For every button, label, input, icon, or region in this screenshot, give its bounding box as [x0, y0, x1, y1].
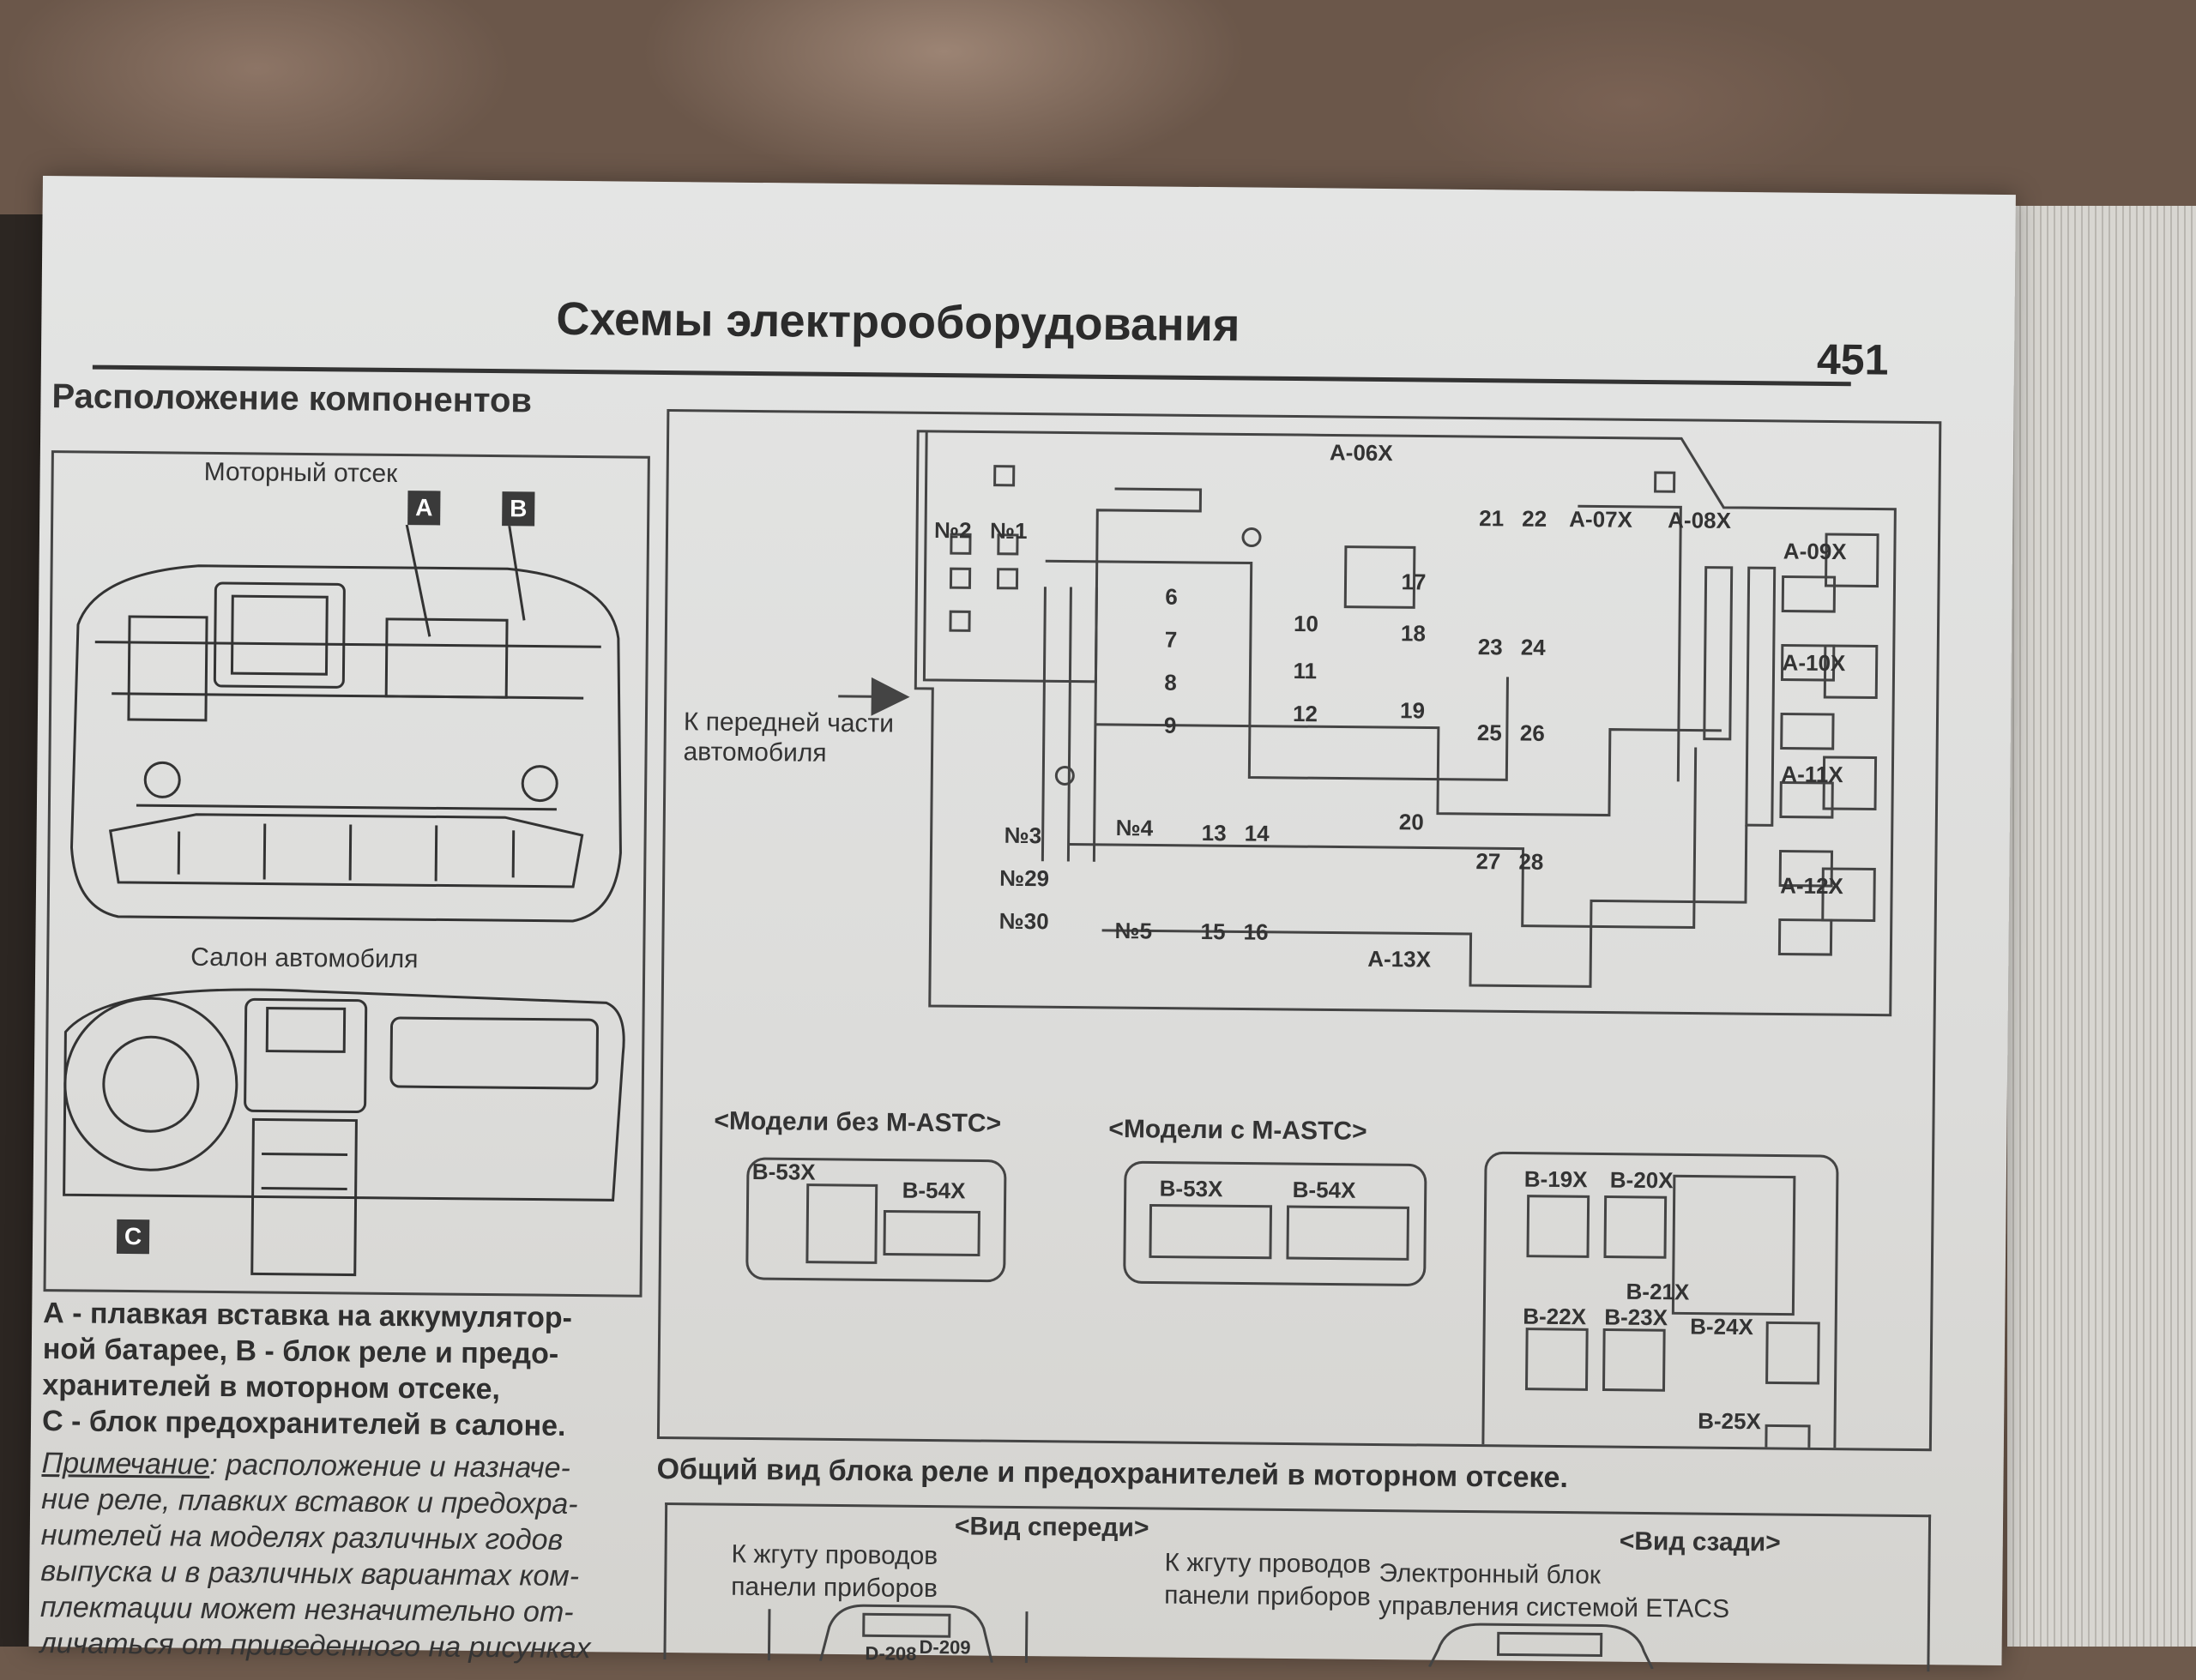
relay-8: 8 — [1164, 669, 1178, 695]
relay-11: 11 — [1293, 658, 1318, 684]
fuse-no30: №30 — [998, 907, 1049, 935]
connector-b24x: B-24X — [1690, 1313, 1754, 1340]
components-figure: Моторный отсек A B Салон автомобиля — [43, 450, 650, 1298]
engine-compartment-label: Моторный отсек — [203, 457, 398, 488]
note-line: выпуска и в различных вариантах ком- — [40, 1555, 580, 1593]
relay-18: 18 — [1400, 620, 1427, 647]
connector-b20x: B-20X — [1609, 1166, 1674, 1194]
connector-a09x: A-09X — [1783, 538, 1847, 565]
connector-a08x: A-08X — [1668, 507, 1732, 533]
tag-a: A — [407, 491, 441, 526]
etacs-connector-drawing — [767, 1604, 1654, 1670]
fuse-no5: №5 — [1114, 918, 1153, 944]
tag-b: B — [502, 491, 535, 527]
page-number: 451 — [1816, 334, 1889, 384]
relay-25: 25 — [1476, 720, 1502, 746]
connector-a06x: A-06X — [1329, 439, 1393, 467]
connector-a13x: A-13X — [1367, 945, 1432, 972]
relay-12: 12 — [1292, 701, 1318, 727]
caption-line: хранителей в моторном отсеке, — [42, 1369, 501, 1406]
note-line: ние реле, плавких вставок и предохра- — [41, 1483, 578, 1521]
relay-16: 16 — [1243, 918, 1269, 945]
relay-27: 27 — [1475, 848, 1501, 875]
dashboard-illustration — [63, 988, 625, 1277]
relay-22: 22 — [1522, 505, 1547, 532]
relay-17: 17 — [1401, 569, 1427, 595]
relay-6: 6 — [1165, 583, 1178, 610]
relay-14: 14 — [1244, 820, 1270, 846]
relay-23: 23 — [1477, 634, 1503, 660]
note-heading: Примечание — [41, 1447, 210, 1481]
d208-label: D-208 — [865, 1642, 917, 1665]
connector-b53x-a: B-53X — [751, 1158, 816, 1185]
relay-20: 20 — [1398, 809, 1424, 835]
relay-block-layout — [745, 430, 1897, 1449]
note-line: личаться от приведенного на рисунках — [39, 1627, 591, 1665]
connector-b21x: B-21X — [1626, 1278, 1690, 1305]
relay-19: 19 — [1399, 697, 1426, 724]
caption-line: С - блок предохранителей в салоне. — [41, 1405, 566, 1442]
book-page: Схемы электрооборудования 451 Расположен… — [28, 176, 2016, 1672]
d209-label: D-209 — [919, 1635, 971, 1659]
note-line: нителей на моделях различных годов — [40, 1519, 564, 1557]
engine-bay-illustration — [69, 521, 622, 923]
relay-13: 13 — [1201, 820, 1227, 846]
fuse-no4: №4 — [1115, 815, 1154, 841]
caption-line: А - плавкая вставка на аккумулятор- — [43, 1297, 573, 1334]
relay-7: 7 — [1164, 626, 1178, 653]
note-paragraph: Примечание: расположение и назначе- ние … — [39, 1445, 592, 1666]
models-with-astc: <Модели с M-ASTC> — [1108, 1114, 1367, 1146]
cabin-label: Салон автомобиля — [190, 942, 419, 974]
connector-b22x: B-22X — [1523, 1303, 1587, 1330]
section-title: Расположение компонентов — [51, 377, 533, 420]
front-direction-text-1: К передней части — [683, 708, 895, 738]
fuse-no29: №29 — [999, 864, 1050, 892]
connector-b19x: B-19X — [1523, 1165, 1588, 1193]
figure-caption-right: Общий вид блока реле и предохранителей в… — [656, 1452, 1569, 1495]
page-header-title: Схемы электрооборудования — [556, 292, 1240, 352]
connector-b23x: B-23X — [1604, 1304, 1668, 1331]
note-line: : расположение и назначе- — [209, 1448, 570, 1484]
relay-21: 21 — [1479, 505, 1505, 532]
relay-26: 26 — [1519, 720, 1545, 746]
fuse-no2: №2 — [933, 516, 972, 544]
connector-b54x-a: B-54X — [902, 1177, 966, 1204]
connector-b53x-b: B-53X — [1159, 1175, 1223, 1202]
caption-line: ной батарее, В - блок реле и предо- — [42, 1333, 559, 1370]
tag-c: C — [116, 1219, 150, 1255]
relay-9: 9 — [1163, 712, 1177, 738]
relay-24: 24 — [1520, 634, 1546, 660]
relay-box-figure: К передней части автомобиля A-06X A-07X … — [656, 408, 1942, 1452]
book-page-edges — [2007, 206, 2196, 1647]
connector-a10x: A-10X — [1782, 649, 1846, 677]
models-without-astc: <Модели без M-ASTC> — [714, 1106, 1002, 1138]
connector-a12x: A-12X — [1780, 872, 1843, 900]
note-line: плектации может незначительно от- — [39, 1591, 574, 1629]
connector-a07x: A-07X — [1569, 506, 1633, 533]
fuse-no3: №3 — [1004, 822, 1042, 849]
front-direction-text-2: автомобиля — [683, 738, 827, 768]
relay-28: 28 — [1518, 848, 1544, 875]
fuse-no1: №1 — [989, 517, 1028, 545]
connector-a11x: A-11X — [1781, 761, 1843, 788]
connector-b25x: B-25X — [1698, 1407, 1761, 1435]
figure-caption-left: А - плавкая вставка на аккумулятор- ной … — [42, 1295, 572, 1444]
relay-10: 10 — [1293, 611, 1319, 637]
connector-b54x-b: B-54X — [1292, 1177, 1356, 1203]
relay-15: 15 — [1200, 918, 1226, 945]
